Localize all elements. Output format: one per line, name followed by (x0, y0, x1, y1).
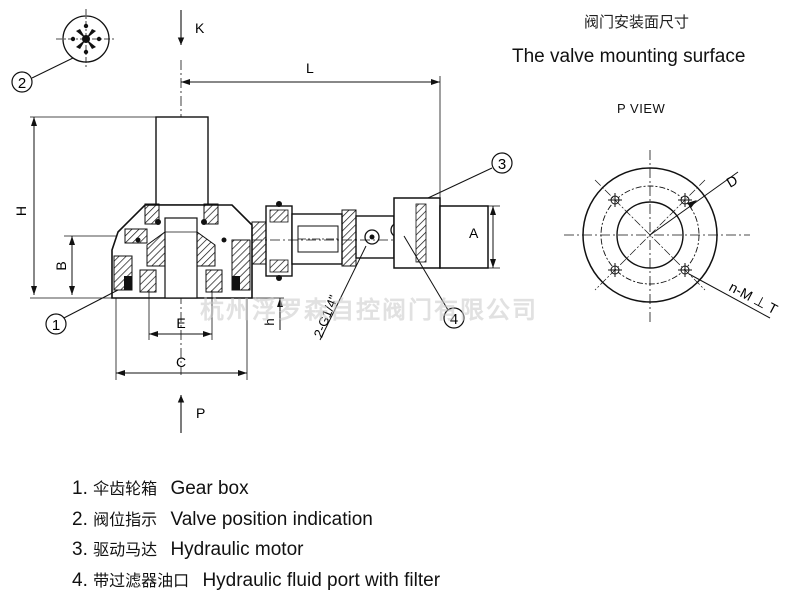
label-b: B (53, 261, 69, 270)
legend-item-cn: 阀位指示 (93, 509, 158, 529)
dimension-e: E (148, 290, 213, 340)
mounting-flange-view (564, 150, 771, 325)
dimension-c: C (115, 298, 248, 380)
legend-item: 1. 伞齿轮箱 Gear box (72, 474, 440, 505)
legend-item: 4. 带过滤器油口 Hydraulic fluid port with filt… (72, 566, 440, 597)
label-p: P (196, 405, 205, 421)
label-a: A (469, 225, 479, 241)
title-en: The valve mounting surface (512, 46, 746, 67)
legend-item-en: Gear box (170, 478, 249, 499)
legend: 1. 伞齿轮箱 Gear box 2. 阀位指示 Valve position … (72, 474, 440, 596)
position-indicator-symbol (31, 9, 116, 79)
callout-4-label: 4 (450, 311, 458, 328)
valve-stem-cylinder (30, 116, 209, 206)
dimension-b: B (53, 235, 120, 295)
legend-item-en: Valve position indication (170, 508, 373, 530)
legend-item: 3. 驱动马达 Hydraulic motor (72, 535, 440, 566)
dimension-a: A (469, 205, 500, 269)
label-e: E (176, 315, 185, 331)
callout-2-label: 2 (18, 75, 26, 92)
callout-3: 3 (427, 152, 513, 199)
label-l: L (306, 60, 314, 76)
legend-item-en: Hydraulic motor (170, 539, 304, 560)
legend-item-en: Hydraulic fluid port with filter (202, 569, 441, 591)
legend-item-cn: 带过滤器油口 (93, 570, 190, 590)
label-h: H (13, 206, 29, 216)
label-nmt: n-M ⊥ T (727, 279, 781, 318)
label-d: D (724, 172, 741, 191)
callout-1-label: 1 (52, 317, 60, 334)
dimension-h-small: h (252, 297, 284, 330)
p-view-label: P VIEW (617, 101, 666, 116)
callout-1: 1 (45, 289, 119, 335)
label-h-small: h (262, 318, 277, 325)
legend-item-number: 1. (72, 478, 88, 499)
callout-3-label: 3 (498, 156, 506, 173)
legend-item-cn: 伞齿轮箱 (93, 479, 158, 498)
hydraulic-motor (393, 197, 489, 269)
callout-2: 2 (11, 71, 33, 93)
dimension-l: L (181, 60, 441, 200)
label-port: 2-G1/4" (311, 293, 342, 340)
view-p-arrow: P (177, 395, 205, 433)
legend-item: 2. 阀位指示 Valve position indication (72, 505, 440, 536)
gear-box-body (30, 203, 253, 299)
legend-item-number: 3. (72, 539, 88, 560)
legend-item-number: 2. (72, 508, 88, 530)
title-cn: 阀门安装面尺寸 (584, 13, 690, 31)
callout-4: 4 (403, 235, 465, 329)
view-k-arrow: K (177, 10, 205, 45)
legend-item-number: 4. (72, 569, 88, 591)
label-k: K (195, 20, 205, 36)
legend-item-cn: 驱动马达 (93, 540, 158, 559)
dimension-h: H (13, 117, 37, 295)
label-c: C (176, 354, 186, 370)
